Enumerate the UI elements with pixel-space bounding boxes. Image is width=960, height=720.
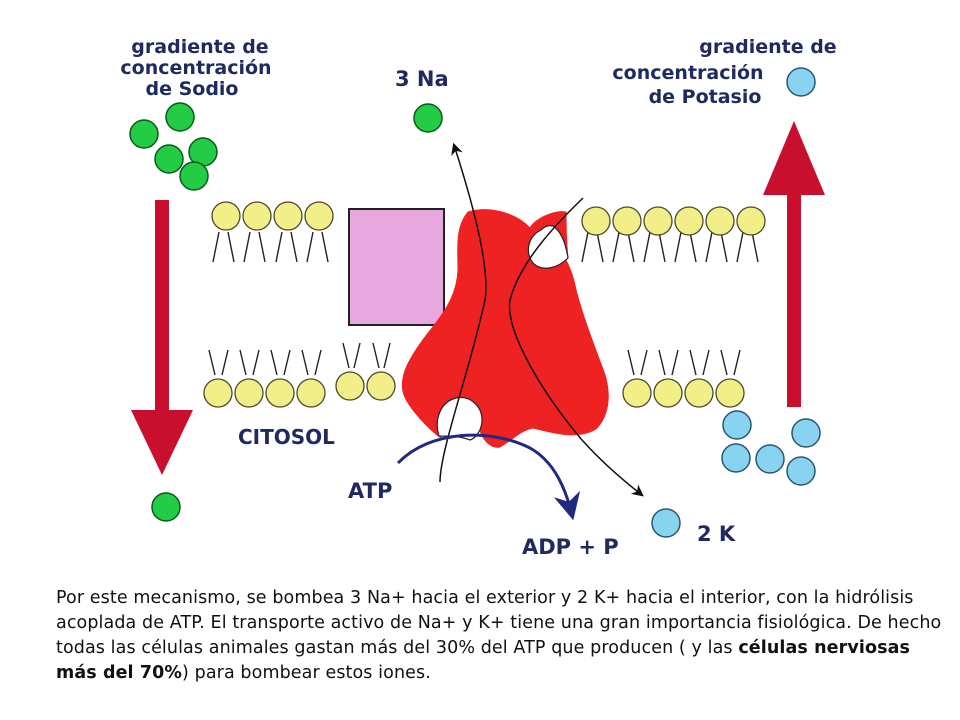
- potassium-ion: [722, 410, 752, 440]
- potassium-ion: [791, 418, 821, 448]
- na-label: 3 Na: [395, 67, 449, 91]
- channel-protein: [348, 208, 445, 326]
- sodium-ions: [129, 102, 443, 522]
- caption-text-2: ) para bombear estos iones.: [182, 663, 431, 683]
- caption-text-1: Por este mecanismo, se bombea 3 Na+ haci…: [56, 588, 942, 658]
- potassium-ion: [651, 508, 681, 538]
- na-export-arrow: [439, 142, 487, 483]
- sodium-gradient-line-1: gradiente de: [131, 36, 268, 58]
- potassium-ion: [786, 67, 816, 97]
- pump-binding-site-top: [527, 225, 569, 269]
- sodium-ion: [413, 103, 443, 133]
- potassium-ion: [786, 456, 816, 486]
- potassium-ion: [755, 444, 785, 474]
- potassium-gradient-line-2: concentración: [612, 62, 763, 84]
- sodium-gradient-arrow: [131, 200, 193, 475]
- potassium-gradient-label: gradiente de concentración de Potasio: [612, 36, 836, 108]
- sodium-ion: [129, 119, 159, 149]
- potassium-ion: [721, 443, 751, 473]
- potassium-gradient-line-3: de Potasio: [649, 86, 762, 108]
- atp-label: ATP: [348, 479, 392, 503]
- sodium-ion: [179, 161, 209, 191]
- potassium-gradient-line-1: gradiente de: [699, 36, 836, 58]
- sodium-ion: [165, 102, 195, 132]
- cytosol-label: CITOSOL: [238, 425, 335, 449]
- lipid-heads: [203, 201, 766, 408]
- adp-label: ADP + P: [522, 535, 619, 559]
- lipid-tails: [208, 231, 759, 376]
- potassium-ions: [651, 67, 821, 538]
- pump-binding-site-bottom: [436, 396, 483, 441]
- sodium-gradient-line-2: concentración: [120, 57, 271, 79]
- caption: Por este mecanismo, se bombea 3 Na+ haci…: [56, 586, 946, 686]
- sodium-gradient-line-3: de Sodio: [145, 78, 238, 100]
- sodium-ion: [151, 492, 181, 522]
- sodium-ion: [154, 144, 184, 174]
- caption-bold-text: células nerviosas más del 70%: [56, 638, 911, 683]
- potassium-gradient-arrow: [763, 121, 825, 407]
- sodium-gradient-label: gradiente de concentración de Sodio: [120, 36, 271, 100]
- atp-hydrolysis-arrow: [396, 433, 581, 521]
- k-import-arrow: [508, 197, 644, 497]
- k-label: 2 K: [697, 522, 736, 546]
